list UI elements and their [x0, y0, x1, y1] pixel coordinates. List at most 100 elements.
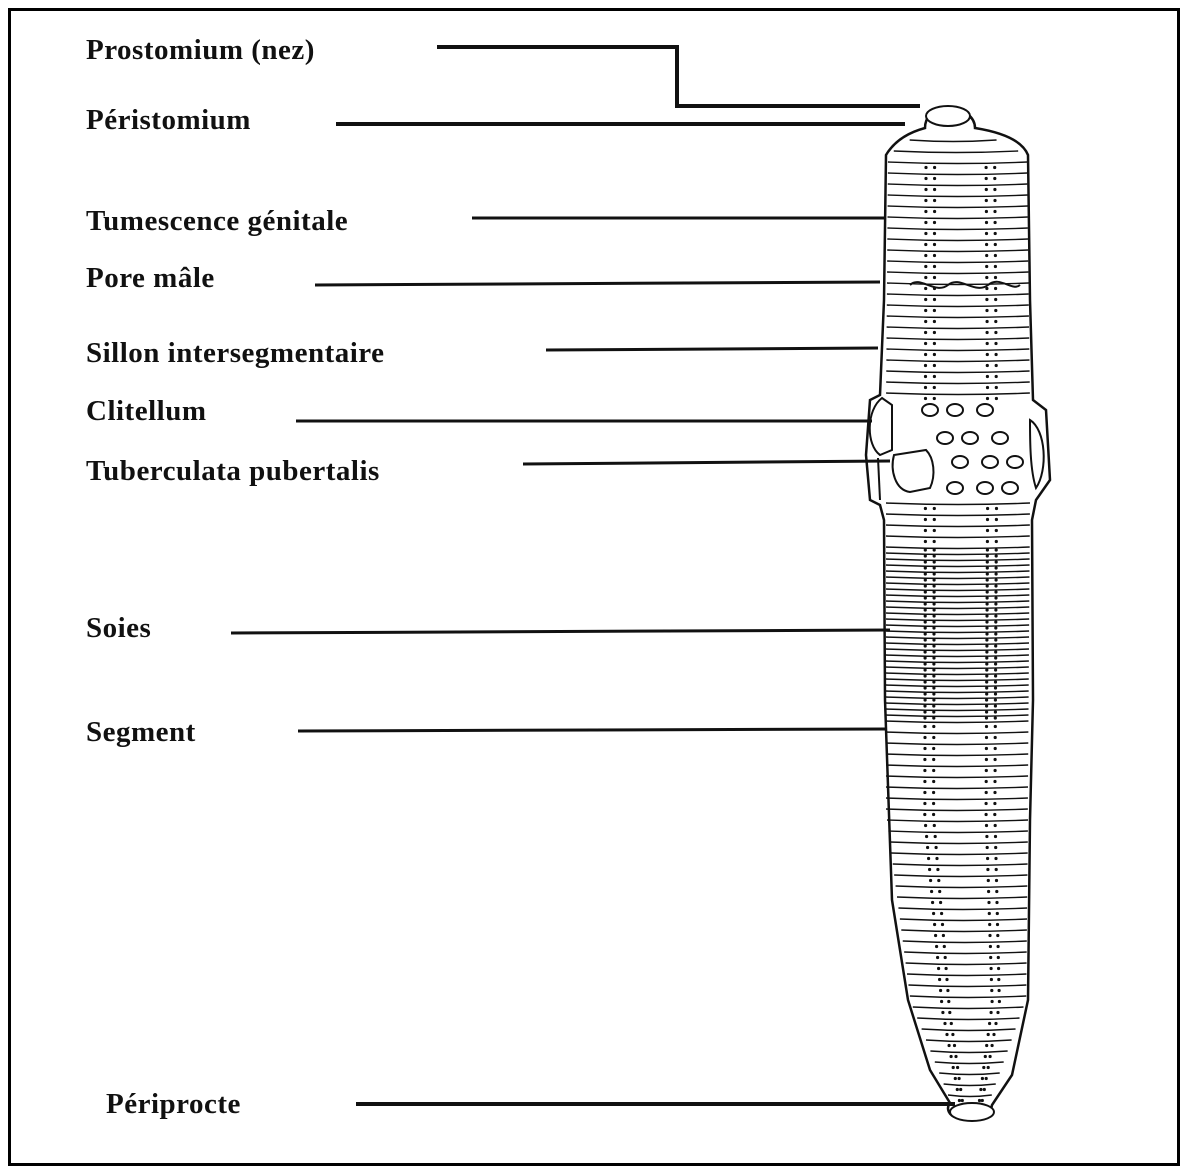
seta-dot	[924, 342, 927, 345]
seta-dot	[995, 364, 998, 367]
seta-dot	[994, 747, 997, 750]
seta-dot	[924, 188, 927, 191]
seta-dot	[989, 945, 992, 948]
seta-dot	[932, 626, 935, 629]
seta-dot	[924, 692, 927, 695]
seta-dot	[987, 901, 990, 904]
seta-dot	[995, 554, 998, 557]
seta-dot	[932, 769, 935, 772]
seta-dot	[937, 879, 940, 882]
seta-dot	[927, 857, 930, 860]
seta-dot	[925, 835, 928, 838]
seta-dot	[985, 656, 988, 659]
leader-line-sillon	[546, 348, 878, 350]
seta-dot	[933, 614, 936, 617]
seta-dot	[933, 540, 936, 543]
seta-dot	[924, 608, 927, 611]
seta-dot	[985, 725, 988, 728]
seta-dot	[928, 868, 931, 871]
seta-dot	[924, 656, 927, 659]
seta-dot	[933, 572, 936, 575]
seta-dot	[988, 1022, 991, 1025]
seta-dot	[994, 725, 997, 728]
seta-dot	[924, 674, 927, 677]
seta-dot	[985, 199, 988, 202]
seta-dot	[993, 177, 996, 180]
seta-dot	[985, 221, 988, 224]
seta-dot	[985, 276, 988, 279]
seta-dot	[985, 177, 988, 180]
seta-dot	[933, 331, 936, 334]
seta-dot	[933, 254, 936, 257]
seta-dot	[933, 177, 936, 180]
seta-dot	[924, 824, 927, 827]
seta-dot	[994, 644, 997, 647]
seta-dot	[994, 650, 997, 653]
seta-dot	[933, 221, 936, 224]
seta-dot	[929, 879, 932, 882]
seta-dot	[995, 901, 998, 904]
seta-dot	[985, 704, 988, 707]
seta-dot	[986, 566, 989, 569]
leader-line-prostomium	[437, 47, 920, 106]
seta-dot	[940, 912, 943, 915]
seta-dot	[923, 769, 926, 772]
seta-dot	[958, 1099, 961, 1102]
seta-dot	[986, 529, 989, 532]
seta-dot	[985, 680, 988, 683]
seta-dot	[985, 716, 988, 719]
seta-dot	[933, 602, 936, 605]
seta-dot	[994, 824, 997, 827]
seta-dot	[923, 716, 926, 719]
seta-dot	[932, 686, 935, 689]
seta-dot	[932, 680, 935, 683]
seta-dot	[990, 978, 993, 981]
seta-dot	[923, 758, 926, 761]
seta-dot	[994, 692, 997, 695]
seta-dot	[923, 736, 926, 739]
seta-dot	[995, 879, 998, 882]
seta-dot	[985, 769, 988, 772]
seta-dot	[923, 791, 926, 794]
seta-dot	[986, 375, 989, 378]
seta-dot	[985, 813, 988, 816]
seta-dot	[997, 967, 1000, 970]
seta-dot	[994, 857, 997, 860]
seta-dot	[986, 868, 989, 871]
seta-dot	[959, 1088, 962, 1091]
seta-dot	[994, 686, 997, 689]
seta-dot	[941, 1011, 944, 1014]
seta-dot	[994, 276, 997, 279]
seta-dot	[986, 364, 989, 367]
seta-dot	[924, 632, 927, 635]
seta-dot	[986, 608, 989, 611]
seta-dot	[994, 602, 997, 605]
seta-dot	[987, 1066, 990, 1069]
seta-dot	[986, 857, 989, 860]
seta-dot	[994, 309, 997, 312]
seta-dot	[936, 868, 939, 871]
seta-dot	[943, 945, 946, 948]
seta-dot	[985, 710, 988, 713]
seta-dot	[933, 507, 936, 510]
seta-dot	[924, 276, 927, 279]
seta-dot	[933, 596, 936, 599]
seta-dot	[994, 656, 997, 659]
seta-dot	[956, 1066, 959, 1069]
seta-dot	[933, 554, 936, 557]
seta-dot	[933, 386, 936, 389]
seta-dot	[985, 736, 988, 739]
seta-dot	[933, 560, 936, 563]
seta-dot	[952, 1066, 955, 1069]
seta-dot	[932, 662, 935, 665]
seta-dot	[985, 758, 988, 761]
seta-dot	[932, 692, 935, 695]
seta-dot	[994, 736, 997, 739]
seta-dot	[994, 674, 997, 677]
seta-dot	[933, 298, 936, 301]
seta-dot	[924, 668, 927, 671]
seta-dot	[986, 596, 989, 599]
seta-dot	[937, 967, 940, 970]
seta-dot	[933, 309, 936, 312]
